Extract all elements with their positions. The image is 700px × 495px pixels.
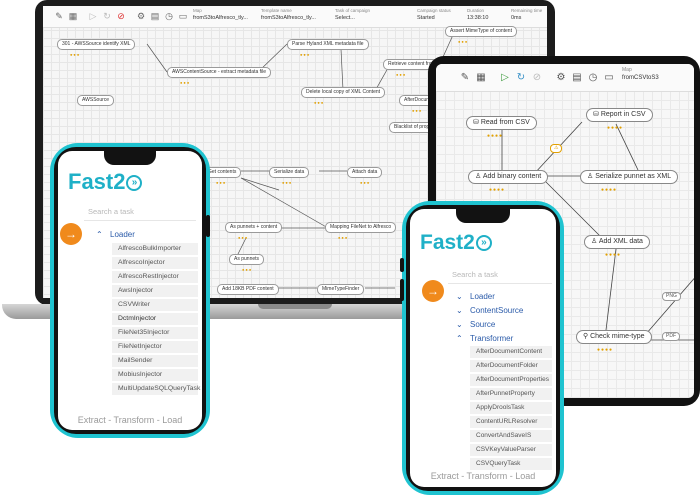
workflow-node[interactable]: Mapping FileNet to Alfresco●●● bbox=[325, 222, 397, 240]
workflow-node[interactable]: Serialize data●●● bbox=[269, 167, 310, 185]
phone-right-screen: Fast2» Search a task → ⌄Loader ⌄ContentS… bbox=[410, 209, 556, 487]
task-item[interactable]: CSVQueryTask bbox=[470, 458, 552, 470]
category-source[interactable]: ⌄Source bbox=[456, 320, 496, 329]
phone-right-side-button bbox=[400, 258, 404, 272]
task-item[interactable]: AfterDocumentContent bbox=[470, 346, 552, 358]
save-icon[interactable]: ▭ bbox=[178, 11, 188, 21]
task-item[interactable]: AfterPunnetProperty bbox=[470, 388, 552, 400]
schedule-icon[interactable]: ▤ bbox=[150, 11, 160, 21]
settings-icon[interactable]: ⚙ bbox=[136, 11, 146, 21]
arrow-right-icon[interactable]: → bbox=[422, 280, 444, 302]
category-transformer[interactable]: ⌃Transformer bbox=[456, 334, 514, 343]
category-contentsource[interactable]: ⌄ContentSource bbox=[456, 306, 524, 315]
workflow-node[interactable]: 301 - AWSSource identify XML●●● bbox=[57, 39, 136, 57]
workflow-node[interactable]: Add 18KB PDF content●●● bbox=[217, 284, 279, 298]
workflow-node[interactable]: Attach data●●● bbox=[347, 167, 383, 185]
laptop-workflow-links bbox=[146, 34, 454, 289]
workflow-node[interactable]: Assert MimeType of content●●● bbox=[445, 26, 517, 44]
link-badge-pdf[interactable]: PDF bbox=[662, 332, 680, 341]
fast2-logo: Fast2» bbox=[68, 169, 143, 195]
search-input[interactable]: Search a task bbox=[88, 207, 134, 216]
grid-icon[interactable]: ▦ bbox=[68, 11, 78, 21]
chevron-down-icon: ⌄ bbox=[456, 320, 463, 329]
edit-icon[interactable]: ✎ bbox=[55, 11, 63, 21]
node-report-csv[interactable]: ⛁ Report in CSV●●●● bbox=[586, 108, 653, 131]
task-item[interactable]: DctmInjector bbox=[112, 313, 198, 325]
chevron-down-icon: ⌄ bbox=[456, 292, 463, 301]
stop-icon[interactable]: ⊘ bbox=[532, 72, 542, 83]
category-loader[interactable]: ⌄Loader bbox=[456, 292, 495, 301]
footer-tagline: Extract - Transform - Load bbox=[430, 471, 536, 481]
phone-left-side-button bbox=[206, 215, 210, 237]
workflow-node[interactable]: As punnets + content●●● bbox=[225, 222, 283, 240]
edit-icon[interactable]: ✎ bbox=[460, 72, 470, 83]
task-item[interactable]: AfterDocumentProperties bbox=[470, 374, 552, 386]
save-icon[interactable]: ▭ bbox=[604, 72, 614, 83]
workflow-node[interactable]: Delete local copy of XML Content●●● bbox=[301, 87, 386, 105]
task-item[interactable]: AlfrescoBulkImporter bbox=[112, 243, 198, 255]
filter-badge[interactable]: ⚠ bbox=[550, 144, 563, 153]
workflow-node[interactable]: Parse Hyland XML metadata file●●● bbox=[287, 39, 369, 57]
task-item[interactable]: AfterDocumentFolder bbox=[470, 360, 552, 372]
workflow-node[interactable]: AWSSource bbox=[77, 95, 115, 106]
clock-icon[interactable]: ◷ bbox=[588, 72, 598, 83]
play-icon[interactable]: ▷ bbox=[501, 72, 509, 83]
search-underline bbox=[84, 220, 196, 221]
task-item[interactable]: AwsInjector bbox=[112, 285, 198, 297]
chevron-up-icon: ⌃ bbox=[96, 230, 103, 239]
phone-notch bbox=[456, 209, 510, 223]
task-item[interactable]: ApplyDroolsTask bbox=[470, 402, 552, 414]
phone-right-side-button bbox=[400, 279, 404, 301]
settings-icon[interactable]: ⚙ bbox=[556, 72, 566, 83]
stop-icon[interactable]: ⊘ bbox=[117, 11, 125, 21]
link-badge-png[interactable]: PNG bbox=[662, 292, 681, 301]
task-item[interactable]: CSVWriter bbox=[112, 299, 198, 311]
refresh-icon[interactable]: ↻ bbox=[516, 72, 526, 83]
workflow-node[interactable]: AWSContentSource - extract metadata file… bbox=[167, 67, 272, 85]
refresh-icon[interactable]: ↻ bbox=[103, 11, 111, 21]
task-item[interactable]: AlfrescoRestInjector bbox=[112, 271, 198, 283]
task-item[interactable]: MultiUpdateSQLQueryTask bbox=[112, 383, 200, 395]
search-input[interactable]: Search a task bbox=[452, 270, 498, 279]
task-item[interactable]: MailSender bbox=[112, 355, 198, 367]
laptop-notch bbox=[258, 304, 332, 309]
task-item[interactable]: MobiusInjector bbox=[112, 369, 198, 381]
task-item[interactable]: ConvertAndSaveIS bbox=[470, 430, 552, 442]
search-underline bbox=[448, 283, 552, 284]
node-add-xml[interactable]: ♙ Add XML data●●●● bbox=[584, 235, 650, 258]
tablet-workflow-links bbox=[501, 121, 694, 341]
node-serialize-xml[interactable]: ♙ Serialize punnet as XML●●●● bbox=[580, 170, 679, 193]
node-add-binary[interactable]: ♙ Add binary content●●●● bbox=[468, 170, 549, 193]
chevron-up-icon: ⌃ bbox=[456, 334, 463, 343]
node-read-csv[interactable]: ⛁ Read from CSV●●●● bbox=[466, 116, 537, 139]
workflow-node[interactable]: MimeTypeFinder bbox=[317, 284, 365, 295]
task-item[interactable]: AlfrescoInjector bbox=[112, 257, 198, 269]
grid-icon[interactable]: ▦ bbox=[476, 72, 486, 83]
fast2-logo: Fast2» bbox=[420, 231, 492, 255]
arrow-right-icon[interactable]: → bbox=[60, 223, 82, 245]
task-item[interactable]: ContentURLResolver bbox=[470, 416, 552, 428]
clock-icon[interactable]: ◷ bbox=[165, 11, 173, 21]
play-icon[interactable]: ▷ bbox=[89, 11, 97, 21]
phone-notch bbox=[104, 151, 156, 165]
phone-left-screen: Fast2» Search a task → ⌃Loader AlfrescoB… bbox=[58, 151, 202, 430]
footer-tagline: Extract - Transform - Load bbox=[77, 415, 183, 425]
chevron-down-icon: ⌄ bbox=[456, 306, 463, 315]
node-check-mime[interactable]: ⚲ Check mime-type●●●● bbox=[576, 330, 652, 353]
task-item[interactable]: FileNetInjector bbox=[112, 341, 198, 353]
task-item[interactable]: FileNet35Injector bbox=[112, 327, 198, 339]
task-item[interactable]: CSVKeyValueParser bbox=[470, 444, 552, 456]
category-loader[interactable]: ⌃Loader bbox=[96, 230, 135, 239]
schedule-icon[interactable]: ▤ bbox=[572, 72, 582, 83]
workflow-node[interactable]: As punnets●●● bbox=[229, 254, 265, 272]
